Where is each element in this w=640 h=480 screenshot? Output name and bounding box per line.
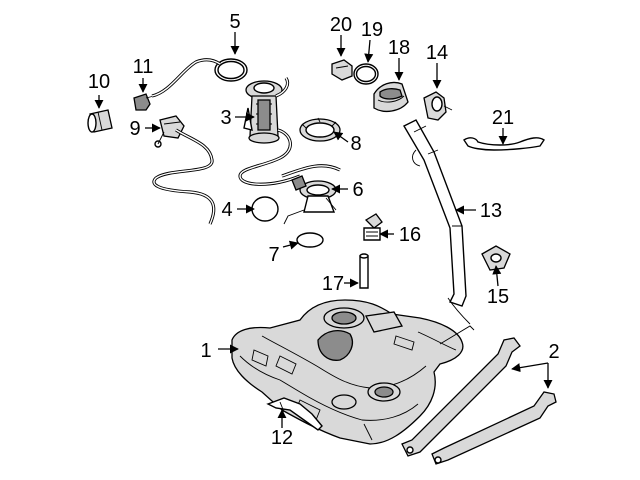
callout-1: 1 (200, 340, 211, 362)
callout-10: 10 (88, 71, 110, 93)
callout-2: 2 (548, 341, 559, 363)
leader-lines (94, 32, 553, 428)
callout-15: 15 (487, 286, 509, 308)
fuel-cap-20 (331, 59, 353, 81)
callout-21: 21 (492, 107, 514, 129)
mount-bracket-15 (481, 245, 511, 271)
clip-11 (133, 58, 221, 111)
callout-labels: 1 2 3 4 5 6 7 8 9 10 11 12 13 14 15 16 1… (88, 11, 560, 449)
tank-straps (401, 337, 557, 465)
callout-7: 7 (268, 244, 279, 266)
callout-14: 14 (426, 42, 448, 64)
callout-18: 18 (388, 37, 410, 59)
ground-strap-21 (463, 137, 545, 151)
callout-8: 8 (350, 133, 361, 155)
fuel-pump-module (238, 77, 301, 186)
callout-4: 4 (221, 199, 232, 221)
gasket-7 (296, 232, 324, 248)
seal-ring-5 (214, 58, 248, 82)
callout-16: 16 (399, 224, 421, 246)
callout-19: 19 (361, 19, 383, 41)
callout-11: 11 (133, 56, 154, 78)
sending-unit-6 (281, 164, 341, 225)
filter-4 (251, 196, 279, 222)
connector-9 (152, 115, 216, 225)
o-ring-19 (353, 63, 379, 85)
callout-9: 9 (129, 118, 140, 140)
fuel-door-housing-14 (423, 91, 453, 121)
callout-13: 13 (480, 200, 502, 222)
callout-6: 6 (352, 179, 363, 201)
vent-tube-17 (359, 253, 369, 289)
vent-valve-16 (363, 213, 383, 241)
callout-20: 20 (330, 14, 352, 36)
fuel-filter-10 (87, 109, 113, 133)
filler-neck-13 (403, 119, 471, 325)
lock-ring-8 (299, 117, 341, 142)
callout-5: 5 (229, 11, 240, 33)
rubber-boot-18 (373, 81, 409, 113)
callout-3: 3 (220, 107, 231, 129)
callout-12: 12 (271, 427, 293, 449)
callout-17: 17 (322, 273, 344, 295)
